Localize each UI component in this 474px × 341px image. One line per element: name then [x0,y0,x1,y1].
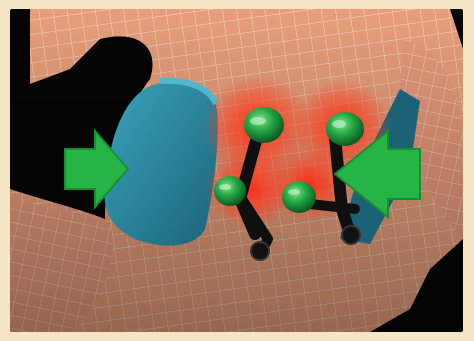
roller-upper-left [244,107,284,143]
roller-lower-right [282,181,316,213]
roller-upper-right [326,112,364,146]
roller-lower-left [214,176,246,206]
massage-render [10,9,463,332]
massage-illustration [10,9,463,332]
